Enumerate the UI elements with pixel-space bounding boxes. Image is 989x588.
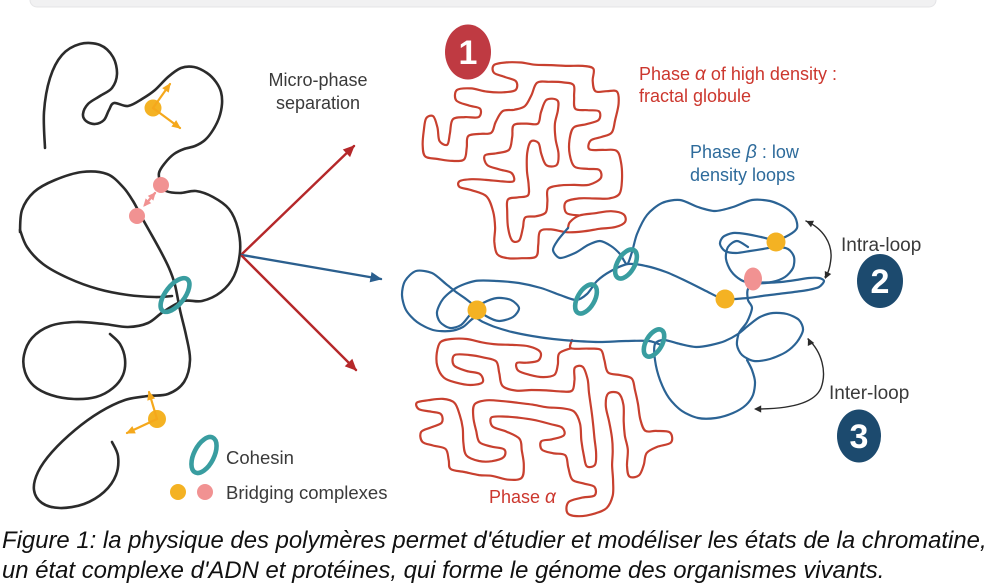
svg-text:Intra-loop: Intra-loop bbox=[841, 235, 921, 256]
svg-text:1: 1 bbox=[459, 34, 478, 72]
svg-text:separation: separation bbox=[276, 93, 360, 113]
svg-text:3: 3 bbox=[850, 418, 869, 456]
svg-text:Micro-phase: Micro-phase bbox=[268, 70, 367, 90]
svg-text:Bridging complexes: Bridging complexes bbox=[226, 482, 387, 503]
svg-text:Inter-loop: Inter-loop bbox=[829, 383, 909, 404]
svg-text:Phase α of high density :: Phase α of high density : bbox=[639, 64, 837, 85]
svg-text:Phase α: Phase α bbox=[489, 487, 557, 508]
svg-text:Cohesin: Cohesin bbox=[226, 447, 294, 468]
svg-text:fractal globule: fractal globule bbox=[639, 86, 751, 106]
svg-text:2: 2 bbox=[871, 263, 890, 301]
svg-text:Phase β : low: Phase β : low bbox=[690, 142, 800, 163]
svg-text:density loops: density loops bbox=[690, 165, 795, 185]
